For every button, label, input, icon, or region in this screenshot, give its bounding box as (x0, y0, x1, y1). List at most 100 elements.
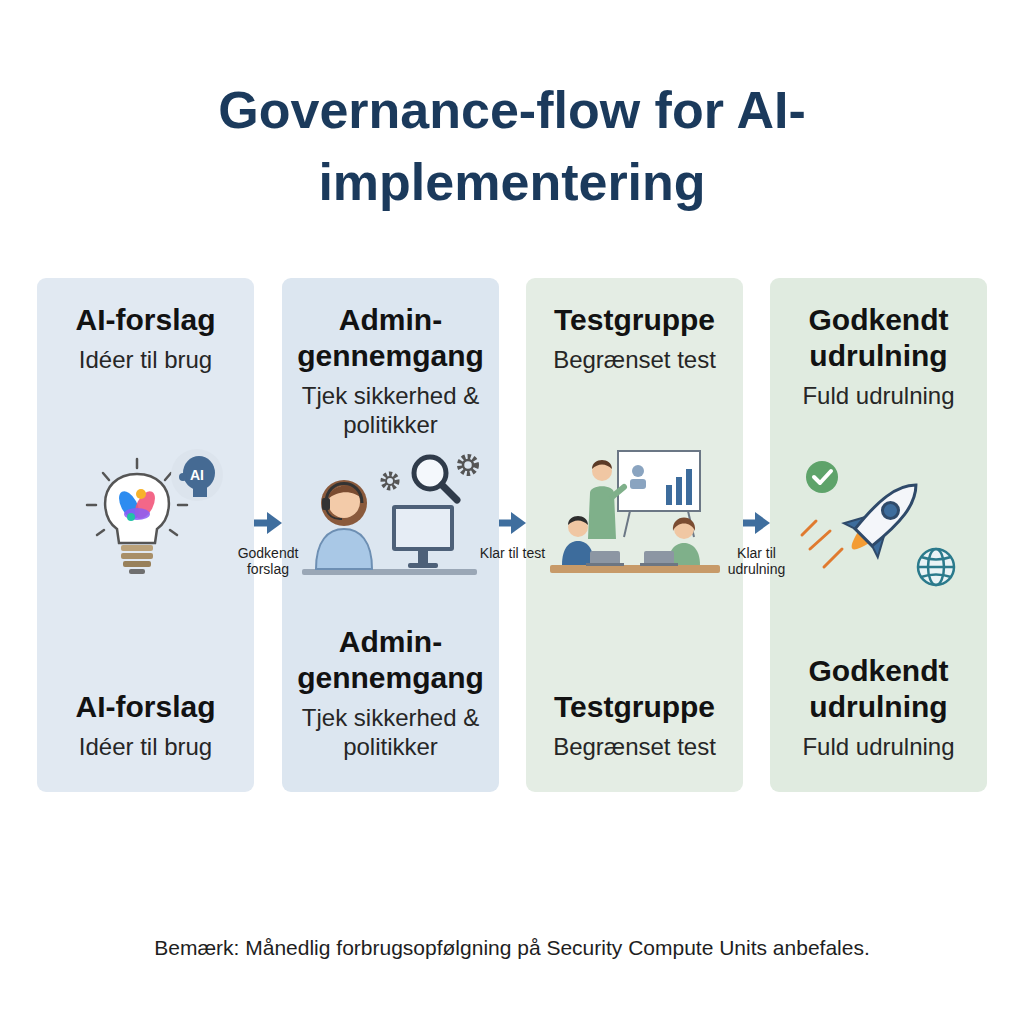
admin-person (326, 484, 362, 504)
stage-heading: Godkendt udrulning (780, 653, 977, 725)
light-rays (178, 504, 187, 507)
arrow-shaft (254, 520, 269, 527)
arrow-shaft (499, 520, 513, 527)
gears (463, 460, 473, 470)
light-bulb (127, 513, 135, 521)
speed-lines (802, 521, 816, 535)
stage-subtitle: Begrænset test (536, 733, 733, 762)
arrow-head (267, 512, 282, 534)
light-bulb (129, 569, 145, 574)
light-bulb (136, 489, 146, 499)
magnifier (414, 457, 457, 500)
stage-panel: TestgruppeBegrænset testTestgruppeBegræn… (526, 278, 743, 792)
text-group: Godkendt udrulningFuld udrulning (780, 302, 977, 411)
stage-heading: Testgruppe (536, 302, 733, 338)
text-group: TestgruppeBegrænset test (536, 689, 733, 762)
text-group: AI-forslagIdéer til brug (47, 689, 244, 762)
presentation-board (676, 477, 682, 505)
text-group: TestgruppeBegrænset test (536, 302, 733, 375)
seated-person (674, 519, 694, 539)
check-badge (814, 471, 831, 483)
stage-panel: Admin- gennemgangTjek sikkerhed & politi… (282, 278, 499, 792)
arrow-label: Klar til test (475, 545, 551, 561)
presentation-board (686, 469, 692, 505)
stage-subtitle: Idéer til brug (47, 733, 244, 762)
launch-illustration (770, 447, 987, 617)
flow-arrow (254, 512, 282, 534)
light-bulb (121, 545, 153, 551)
light-bulb (123, 561, 151, 567)
presentation-board (618, 451, 700, 511)
stage-heading: Testgruppe (536, 689, 733, 725)
light-bulb (115, 488, 143, 522)
stage-panel: Godkendt udrulningFuld udrulningGodkendt… (770, 278, 987, 792)
seated-person (668, 543, 700, 565)
rocket (854, 475, 926, 547)
admin-person (322, 498, 330, 510)
footnote: Bemærk: Månedlig forbrugsopfølgning på S… (32, 934, 992, 961)
magnifier (414, 457, 446, 489)
arrow-label: Klar til udrulning (719, 545, 795, 577)
light-rays (97, 530, 104, 535)
stage-heading: AI-forslag (47, 689, 244, 725)
flow-arrow (743, 512, 770, 534)
seated-person (562, 516, 624, 566)
globe (918, 549, 954, 585)
seated-person (640, 563, 678, 566)
arrow-head (755, 512, 770, 534)
rocket (869, 533, 893, 557)
check-badge (806, 461, 838, 493)
stage-subtitle: Tjek sikkerhed & politikker (292, 704, 489, 762)
diagram-title: Governance-flow for AI-implementering (192, 74, 832, 218)
light-rays (170, 530, 177, 535)
meeting-illustration (526, 447, 743, 617)
rocket (835, 468, 933, 566)
table (550, 565, 720, 573)
globe (918, 549, 954, 585)
admin-person (326, 509, 342, 519)
monitor (392, 505, 454, 551)
light-rays (87, 459, 187, 535)
globe (921, 557, 951, 560)
light-rays (165, 473, 171, 480)
admin-person (328, 485, 362, 499)
light-bulb (124, 508, 150, 520)
seated-person (568, 517, 588, 537)
presenter-person (588, 486, 616, 539)
light-rays (103, 473, 109, 480)
speed-lines (802, 521, 842, 567)
text-group: AI-forslagIdéer til brug (47, 302, 244, 375)
gears (383, 457, 476, 488)
desk (302, 569, 477, 575)
idea-illustration (37, 447, 254, 617)
arrow-head (511, 512, 526, 534)
ai-head-icon (179, 473, 187, 481)
text-group: Admin- gennemgangTjek sikkerhed & politi… (292, 624, 489, 762)
presentation-board (632, 465, 644, 477)
arrow-label: Godkendt forslag (230, 545, 306, 577)
admin-person (316, 529, 372, 569)
stage-heading: Godkendt udrulning (780, 302, 977, 374)
stage-heading: Admin- gennemgang (292, 624, 489, 696)
presentation-board (666, 485, 672, 505)
presenter-person (588, 460, 624, 539)
speed-lines (824, 549, 842, 567)
light-bulb (105, 474, 169, 574)
magnifier (442, 485, 457, 500)
stage-subtitle: Tjek sikkerhed & politikker (292, 382, 489, 440)
rocket (847, 532, 870, 555)
presenter-person (612, 487, 624, 497)
stage-subtitle: Idéer til brug (47, 346, 244, 375)
stage-subtitle: Begrænset test (536, 346, 733, 375)
presentation-board (688, 511, 694, 537)
table (550, 565, 720, 573)
ai-head-icon (171, 449, 223, 501)
stage-panel: AI-forslagIdéer til brugAI-forslagIdéer … (37, 278, 254, 792)
icon-label: AI (180, 465, 214, 485)
rocket (879, 499, 902, 522)
desk (302, 569, 477, 575)
light-bulb (105, 474, 169, 543)
presenter-person (592, 461, 612, 481)
light-rays (87, 504, 96, 507)
stage-subtitle: Fuld udrulning (780, 382, 977, 411)
